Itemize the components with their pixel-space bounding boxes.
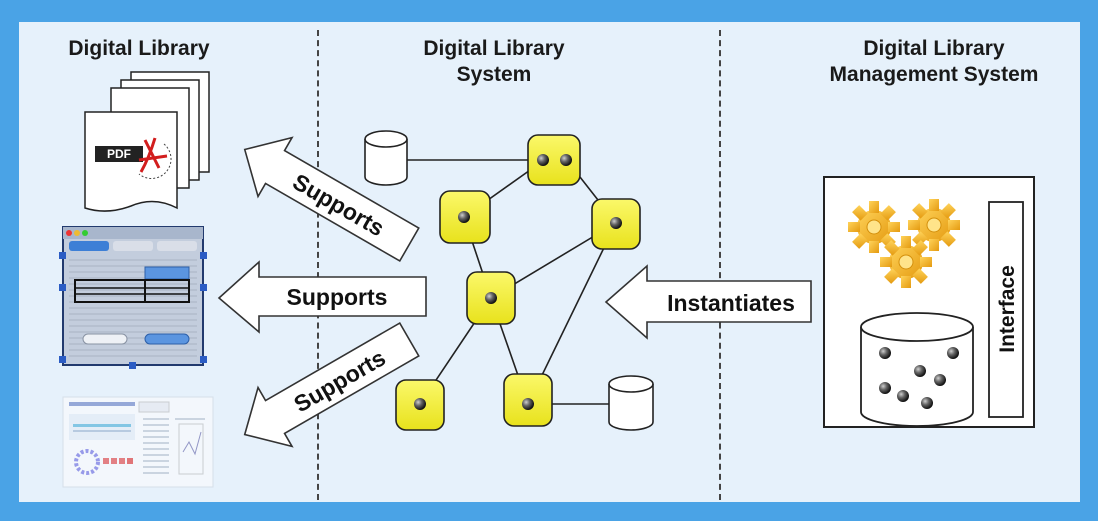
pdf-document-stack-icon: PDF bbox=[84, 71, 210, 212]
divider-left bbox=[317, 30, 319, 500]
pdf-label: PDF bbox=[107, 147, 131, 161]
instantiates-label: Instantiates bbox=[667, 290, 795, 316]
gear-icon bbox=[907, 198, 961, 252]
service-node-icon bbox=[395, 379, 445, 431]
header-dlms-line2: Management System bbox=[829, 63, 1039, 86]
supports-arrow-middle: Supports bbox=[217, 260, 427, 334]
gear-icon bbox=[879, 235, 933, 289]
service-node-icon bbox=[503, 373, 553, 427]
header-dlms: Digital Library Management System bbox=[789, 36, 1079, 88]
instantiates-arrow: Instantiates bbox=[604, 264, 812, 340]
dlms-box: Interface bbox=[823, 176, 1035, 428]
diagram-canvas: Digital Library Digital Library System D… bbox=[19, 22, 1080, 502]
database-icon bbox=[608, 375, 654, 431]
database-icon bbox=[364, 130, 408, 186]
diagram-svg: PDF bbox=[59, 71, 1035, 488]
interface-panel bbox=[988, 201, 1024, 418]
supports-label-middle: Supports bbox=[287, 284, 388, 310]
header-dl-system-line1: Digital Library bbox=[423, 37, 565, 60]
service-node-icon bbox=[591, 198, 641, 250]
divider-right bbox=[719, 30, 721, 500]
service-node-icon bbox=[439, 190, 491, 244]
app-window-icon bbox=[59, 226, 207, 369]
report-screenshot-icon bbox=[62, 396, 214, 488]
interface-label: Interface bbox=[996, 265, 1019, 353]
header-dlms-line1: Digital Library bbox=[863, 37, 1005, 60]
header-dl-system: Digital Library System bbox=[379, 36, 609, 88]
database-icon bbox=[860, 312, 974, 427]
header-dl-system-line2: System bbox=[456, 63, 532, 86]
header-digital-library: Digital Library bbox=[68, 37, 210, 60]
service-node-icon bbox=[466, 271, 516, 325]
service-node-icon bbox=[527, 134, 581, 186]
